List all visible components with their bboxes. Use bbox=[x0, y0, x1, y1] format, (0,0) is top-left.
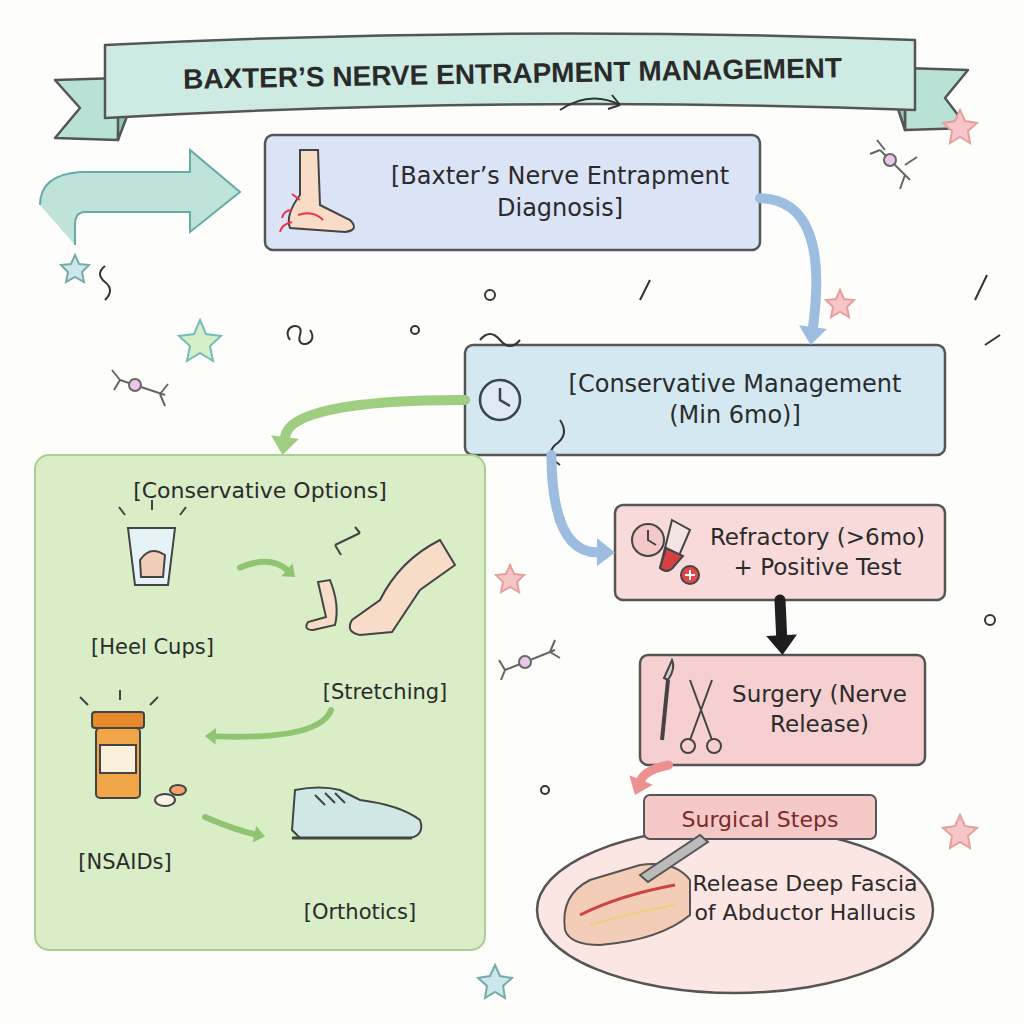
steps-ellipse: Surgical StepsRelease Deep Fascia of Abd… bbox=[535, 795, 935, 995]
connector-line bbox=[216, 710, 331, 737]
connector-line bbox=[551, 455, 597, 552]
node-text: [Orthotics] bbox=[304, 899, 417, 926]
arrowhead bbox=[281, 564, 295, 577]
arrowhead bbox=[629, 775, 652, 795]
connector-line bbox=[205, 817, 254, 834]
node-text: [Baxter’s Nerve Entrapment Diagnosis] bbox=[375, 161, 745, 223]
box-outline bbox=[265, 135, 760, 250]
connector-arrow bbox=[551, 455, 615, 566]
connector-line bbox=[240, 562, 287, 570]
node-text: [Stretching] bbox=[323, 679, 448, 706]
process-box: Surgery (Nerve Release) bbox=[640, 655, 925, 765]
option-item: [Stretching] bbox=[295, 520, 475, 710]
stretching-icon bbox=[306, 527, 455, 635]
option-item: [Orthotics] bbox=[265, 760, 455, 930]
box-outline bbox=[465, 345, 945, 455]
arrowhead bbox=[799, 325, 827, 345]
connector-arrow bbox=[240, 562, 295, 577]
timer-test-icon bbox=[632, 520, 699, 584]
connector-arrow bbox=[629, 765, 668, 795]
foot-anatomy-icon bbox=[564, 835, 708, 945]
node-text: [Heel Cups] bbox=[91, 634, 214, 661]
node-text: Release Deep Fascia of Abductor Hallucis bbox=[685, 870, 925, 927]
arrowhead bbox=[205, 728, 216, 745]
decision-box: Refractory (>6mo) + Positive Test bbox=[615, 505, 945, 600]
box-outline bbox=[615, 505, 945, 600]
decoration bbox=[61, 95, 1000, 998]
banner-arrow bbox=[40, 150, 240, 245]
pill-bottle-icon bbox=[80, 690, 186, 806]
option-item: [Heel Cups] bbox=[65, 515, 240, 665]
connector-line bbox=[641, 765, 668, 780]
option-item: [NSAIDs] bbox=[45, 700, 205, 880]
process-box: [Conservative Management (Min 6mo)] bbox=[465, 345, 945, 455]
connector-arrow bbox=[205, 817, 265, 842]
tab-outline bbox=[644, 795, 876, 839]
options-panel: [Conservative Options] [Heel Cups] [Stretc… bbox=[35, 455, 485, 950]
node-text: Refractory (>6mo) + Positive Test bbox=[700, 523, 935, 583]
node-text: [NSAIDs] bbox=[78, 849, 172, 876]
heading-text: Surgical Steps bbox=[650, 800, 870, 840]
connector-arrow bbox=[271, 400, 465, 455]
arrowhead bbox=[253, 826, 265, 842]
arrowhead bbox=[271, 435, 299, 455]
connector-arrow bbox=[760, 198, 827, 345]
ellipse-outline bbox=[537, 827, 933, 993]
node-text: [Conservative Options] bbox=[35, 477, 485, 506]
node-text: Surgery (Nerve Release) bbox=[722, 680, 917, 740]
connector-arrow bbox=[205, 710, 331, 745]
orthotic-shoe-icon bbox=[292, 788, 421, 839]
panel-fill bbox=[35, 455, 485, 950]
heel-cup-icon bbox=[119, 500, 186, 585]
connector-line bbox=[760, 198, 816, 327]
surgical-tools-icon bbox=[662, 660, 721, 753]
box-outline bbox=[640, 655, 925, 765]
title-banner bbox=[55, 34, 968, 140]
foot-icon bbox=[280, 150, 354, 232]
arrowhead bbox=[597, 538, 615, 566]
connector-arrow bbox=[766, 600, 797, 655]
connector-line bbox=[780, 600, 782, 635]
clock-icon bbox=[480, 380, 520, 420]
arrowhead bbox=[766, 635, 797, 655]
process-box: [Baxter’s Nerve Entrapment Diagnosis] bbox=[265, 135, 760, 250]
connector-line bbox=[285, 400, 465, 437]
node-text: [Conservative Management (Min 6mo)] bbox=[540, 369, 930, 431]
